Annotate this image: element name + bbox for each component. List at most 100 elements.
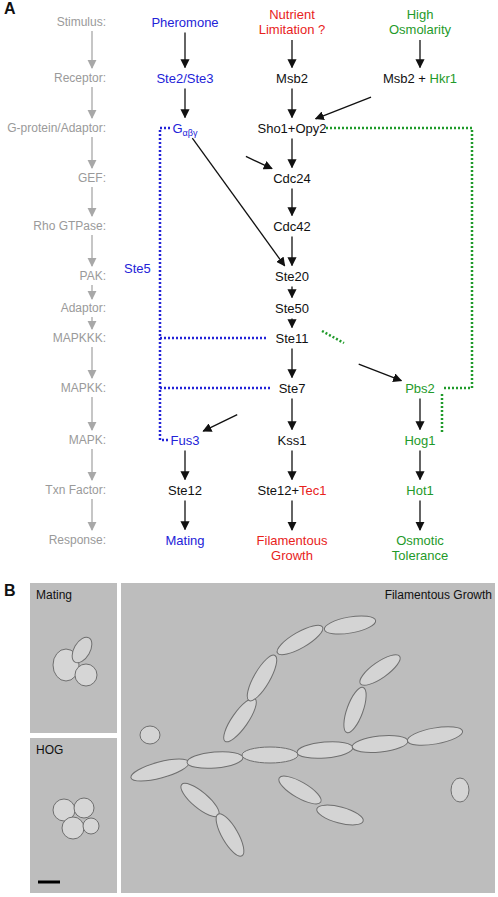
step-arrow <box>91 449 92 480</box>
pathway-node: Ste12+Tec1 <box>255 482 328 499</box>
pathway-node: Gαβγ <box>170 120 199 137</box>
bracket-line <box>326 128 472 388</box>
node-text: Osmotic Tolerance <box>383 533 457 563</box>
cell <box>129 755 191 786</box>
pathway-node: Ste11 <box>273 330 310 347</box>
cell <box>74 798 94 818</box>
pathway-node: Ste20 <box>273 268 311 285</box>
node-text: Pheromone <box>151 15 218 30</box>
cell <box>219 694 262 746</box>
step-arrow <box>91 285 92 299</box>
node-text: High Osmolarity <box>383 7 457 37</box>
cell <box>242 747 298 763</box>
pathway-node: Kss1 <box>276 432 309 449</box>
pathway-arrow <box>291 189 292 216</box>
step-arrow <box>91 187 92 216</box>
cell <box>356 650 404 691</box>
node-text: Hot1 <box>406 483 433 498</box>
micrograph-hog <box>30 738 117 893</box>
photo-label: Filamentous Growth <box>370 588 492 602</box>
pathway-arrow <box>419 399 420 430</box>
node-text: Nutrient Limitation ? <box>256 7 328 37</box>
cell <box>351 733 408 755</box>
ste5-scaffold-bracket <box>160 128 272 440</box>
step-arrow <box>91 317 92 329</box>
panel-letter: B <box>4 584 24 598</box>
pathway-arrow <box>316 97 371 119</box>
pathway-node: Filamentous Growth <box>248 532 336 564</box>
step-label: Rho GTPase: <box>0 219 106 233</box>
pathway-node: Cdc24 <box>271 170 313 187</box>
pathway-node: Ste2/Ste3 <box>154 70 215 87</box>
photo-background <box>30 583 117 733</box>
cell <box>186 750 243 771</box>
step-arrow <box>91 137 92 168</box>
step-arrow <box>91 235 92 266</box>
node-text: Cdc24 <box>273 171 311 186</box>
pathway-arrow <box>291 237 292 266</box>
pathway-node: Pbs2 <box>403 380 437 397</box>
node-text: Sho1+Opy2 <box>257 121 326 136</box>
pathway-node: Sho1+Opy2 <box>255 120 328 137</box>
step-label: PAK: <box>0 269 106 283</box>
step-label: MAPK: <box>0 433 106 447</box>
step-label: GEF: <box>0 171 106 185</box>
step-label: G-protein/Adaptor: <box>0 121 106 135</box>
pathway-arrow <box>184 451 185 480</box>
pathway-node: Nutrient Limitation ? <box>254 6 330 38</box>
pathway-arrow <box>291 40 292 68</box>
pathway-node: Ste50 <box>273 300 311 317</box>
cell <box>83 818 99 834</box>
pathway-node: Fus3 <box>169 432 202 449</box>
step-label: MAPKK: <box>0 381 106 395</box>
node-text: Msb2 + Hkr1 <box>383 71 457 86</box>
node-text: Ste2/Ste3 <box>156 71 213 86</box>
cell <box>315 801 366 829</box>
pathway-arrow <box>291 451 292 480</box>
cell <box>451 778 469 802</box>
pathway-arrow <box>359 364 402 381</box>
pathway-arrow <box>291 89 292 118</box>
pathway-node: Ste7 <box>277 380 308 397</box>
cell <box>75 664 97 686</box>
step-arrow <box>91 87 92 118</box>
pathway-node: Hot1 <box>404 482 435 499</box>
pathway-arrow <box>291 349 292 378</box>
bracket-line <box>322 331 344 343</box>
scaffold-label: Ste5 <box>124 262 160 276</box>
step-arrow <box>91 499 92 530</box>
scaffold-line <box>160 128 170 440</box>
scaffold-line <box>160 387 272 390</box>
pathway-arrow <box>291 319 292 328</box>
pathway-arrow <box>419 40 420 68</box>
pathway-arrow <box>291 287 292 298</box>
photo-label: Mating <box>36 588 106 602</box>
pathway-node: High Osmolarity <box>381 6 459 38</box>
node-text: Ste12+Tec1 <box>257 483 326 498</box>
micrograph-mating <box>30 583 117 733</box>
scaffold-line <box>160 337 268 340</box>
scale-bar <box>38 881 60 884</box>
pathway-node: Msb2 <box>274 70 310 87</box>
pathway-arrow <box>246 156 272 168</box>
pathway-arrow <box>291 399 292 430</box>
pathway-node: Cdc42 <box>271 218 313 235</box>
cell <box>275 771 325 809</box>
pathway-arrow <box>184 33 185 68</box>
photo-label: HOG <box>36 743 106 757</box>
step-arrow <box>91 31 92 68</box>
cell <box>242 651 282 704</box>
step-label: MAPKKK: <box>0 331 106 345</box>
pathway-arrow <box>419 451 420 480</box>
pathway-arrow <box>203 415 237 432</box>
panel-letter: A <box>4 2 24 16</box>
pathway-arrow <box>291 139 292 168</box>
pathway-node: Osmotic Tolerance <box>381 532 459 564</box>
node-text: Gαβγ <box>172 121 197 136</box>
step-label: Adaptor: <box>0 301 106 315</box>
bracket-line <box>441 394 444 432</box>
node-text: Ste20 <box>275 269 309 284</box>
cell <box>296 740 353 761</box>
node-text: Ste11 <box>275 331 308 346</box>
